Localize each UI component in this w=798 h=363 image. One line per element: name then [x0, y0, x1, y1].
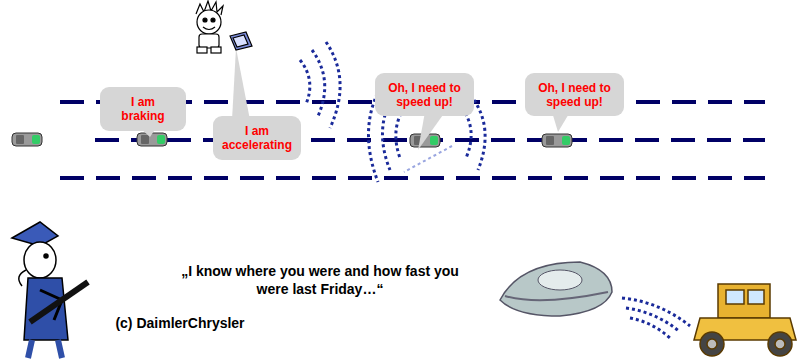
- bubble-text: I am accelerating: [219, 124, 295, 152]
- bubble-text: Oh, I need to speed up!: [383, 81, 466, 109]
- speech-bubble: I am braking: [100, 87, 186, 131]
- bubble-text: I am braking: [118, 95, 168, 123]
- futuristic-car: [500, 262, 612, 316]
- copyright-note: (c) DaimlerChrysler: [95, 314, 265, 332]
- quote-text: „I know where you were and how fast you …: [170, 262, 470, 298]
- radio-waves: [300, 42, 485, 182]
- speech-bubble: Oh, I need to speed up!: [525, 73, 624, 116]
- speech-bubble: Oh, I need to speed up!: [375, 73, 474, 116]
- speech-bubble: I am accelerating: [213, 116, 301, 160]
- kid-figure: [196, 1, 252, 53]
- bubble-text: Oh, I need to speed up!: [533, 81, 616, 109]
- policeman-figure: [12, 222, 88, 358]
- radio-waves: [622, 298, 690, 338]
- vintage-car: [694, 284, 796, 356]
- bubble-tails: [140, 48, 570, 150]
- signal-trace: [404, 146, 452, 172]
